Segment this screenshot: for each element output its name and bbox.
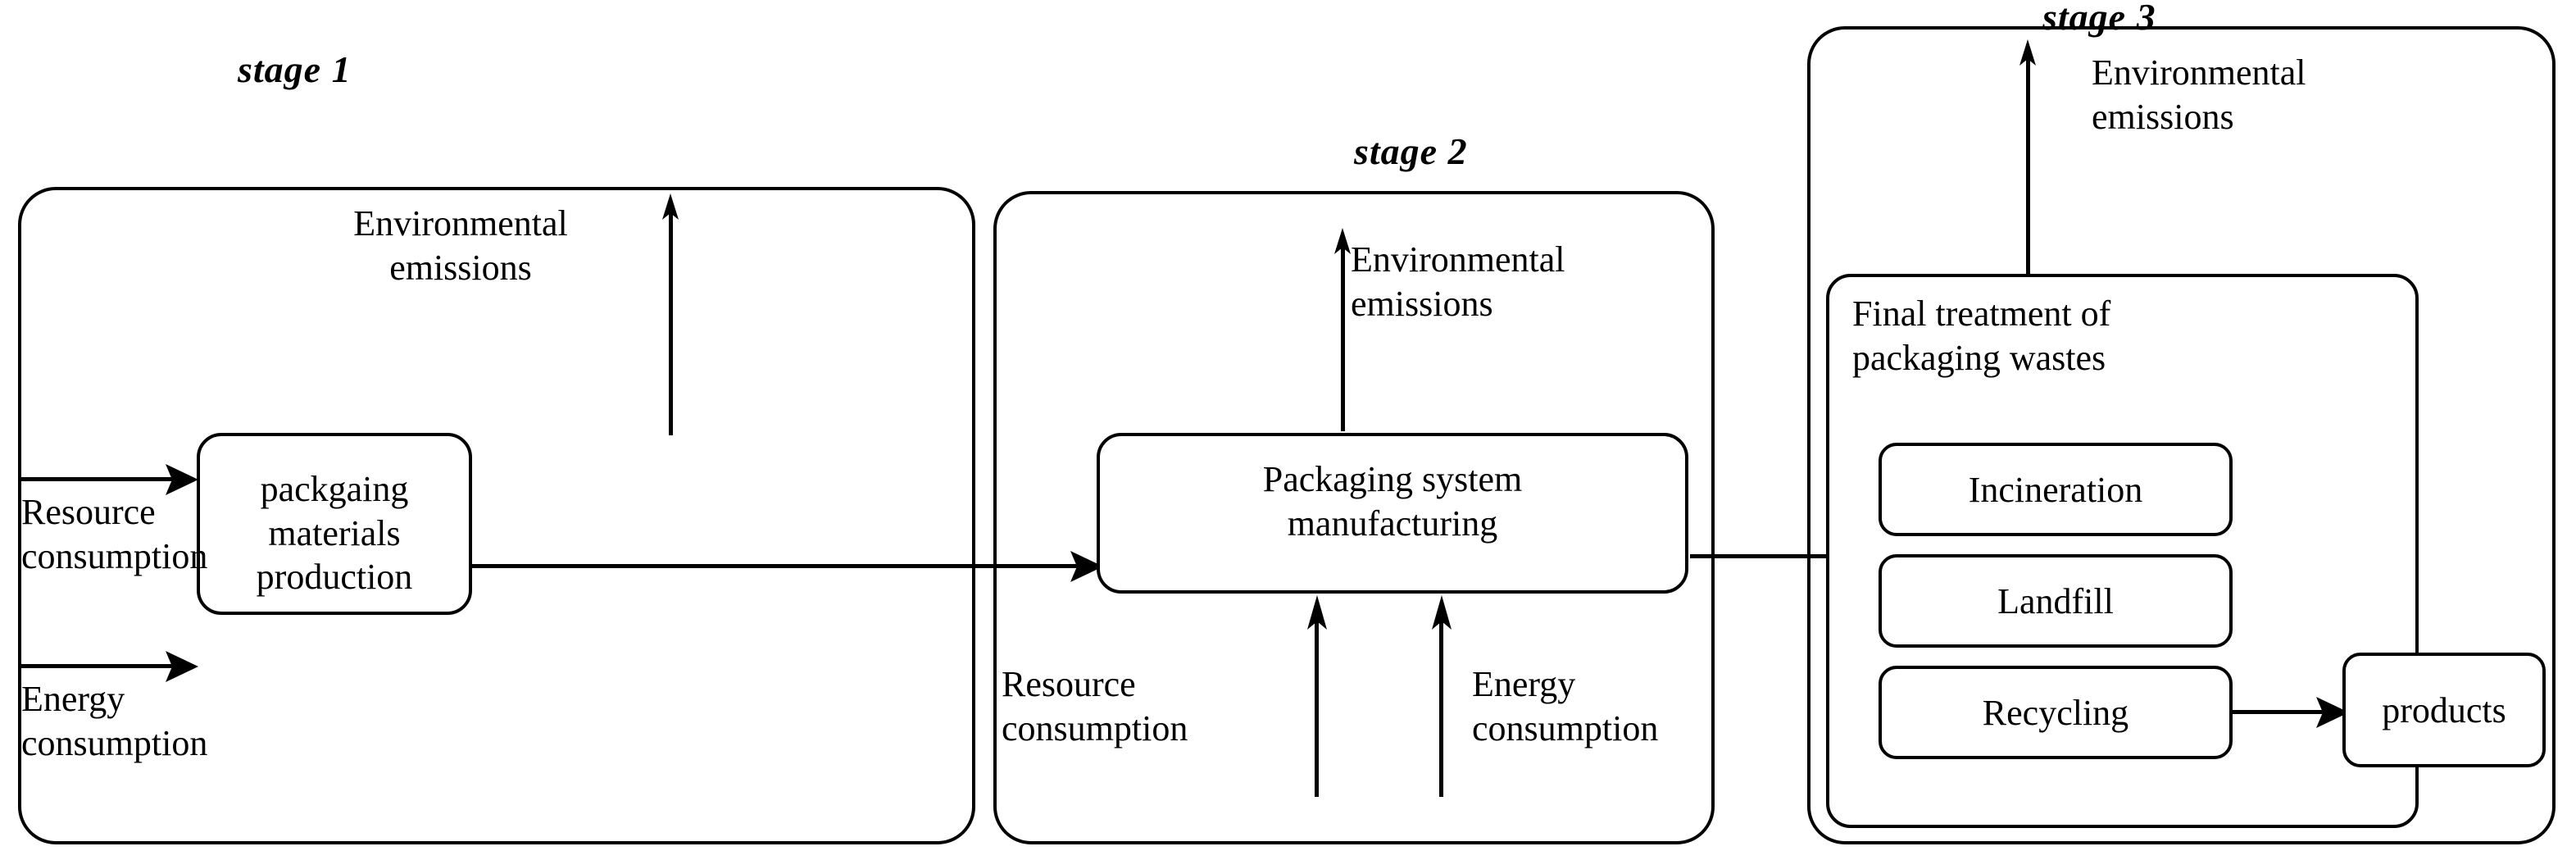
stage-3-container: [1807, 26, 2556, 844]
stage-1-input-energy-label: Energy consumption: [21, 679, 208, 763]
treatment-box-landfill[interactable]: Landfill: [1879, 554, 2233, 648]
stage-1-container: [18, 187, 975, 844]
stage-2-process-label: Packaging system manufacturing: [1262, 459, 1523, 544]
stage-1-energy-arrow-shaft: [21, 664, 173, 668]
products-box[interactable]: products: [2342, 653, 2546, 767]
stage-2-resource-arrow-head: [1307, 595, 1327, 630]
treatment-label-landfill: Landfill: [1997, 580, 2114, 621]
stage-1-label: stage 1: [238, 48, 352, 90]
stage-2-emissions-label: Environmental emissions: [1351, 239, 1565, 324]
stage-1-resource-arrow-head: [166, 464, 198, 495]
stage-3-emissions-arrow-head: [2019, 39, 2036, 66]
stage-1-emissions-arrow-head: [662, 193, 679, 220]
stage-2-resource-arrow-shaft: [1315, 608, 1319, 797]
stage-1-resource-arrow-shaft: [21, 477, 173, 481]
treatment-label-recycling: Recycling: [1982, 692, 2129, 733]
stage-2-container: [993, 191, 1715, 844]
stage-1-emissions-label: Environmental emissions: [353, 203, 568, 288]
stage2-to-stage3-arrow-shaft: [1690, 554, 1862, 558]
stage-2-input-energy-label: Energy consumption: [1472, 664, 1659, 749]
stage-1-energy-arrow-head: [166, 651, 198, 682]
stage1-to-stage2-arrow-head: [1070, 551, 1103, 582]
stage-1-emissions-arrow-shaft: [669, 205, 673, 435]
stage-3-emissions-arrow-shaft: [2026, 51, 2030, 276]
stage-1-input-resource-label: Resource consumption: [21, 492, 208, 576]
treatment-box-recycling[interactable]: Recycling: [1879, 666, 2233, 759]
stage-2-emissions-arrow-head: [1334, 228, 1351, 254]
stage-3-label: stage 3: [2042, 0, 2156, 38]
recycling-to-products-arrow-head: [2316, 697, 2349, 728]
stage-1-process-label: packgaing materials production: [256, 469, 413, 598]
stage1-to-stage2-arrow-shaft: [470, 564, 1084, 568]
stage-3-emissions-label: Environmental emissions: [2092, 52, 2306, 137]
products-label: products: [2382, 689, 2506, 730]
stage-2-label: stage 2: [1354, 130, 1468, 172]
stage-3-process-label: Final treatment of packaging wastes: [1852, 293, 2111, 378]
stage-2-process-box: [1097, 433, 1688, 594]
recycling-to-products-arrow-shaft: [2231, 710, 2334, 714]
stage-2-emissions-arrow-shaft: [1341, 239, 1345, 431]
stage-1-process-box: [197, 433, 472, 615]
stage-2-energy-arrow-shaft: [1439, 608, 1443, 797]
treatment-box-incineration[interactable]: Incineration: [1879, 443, 2233, 536]
stage-2-energy-arrow-head: [1432, 595, 1452, 630]
stage-2-input-resource-label: Resource consumption: [1002, 664, 1188, 749]
treatment-label-incineration: Incineration: [1968, 469, 2143, 510]
